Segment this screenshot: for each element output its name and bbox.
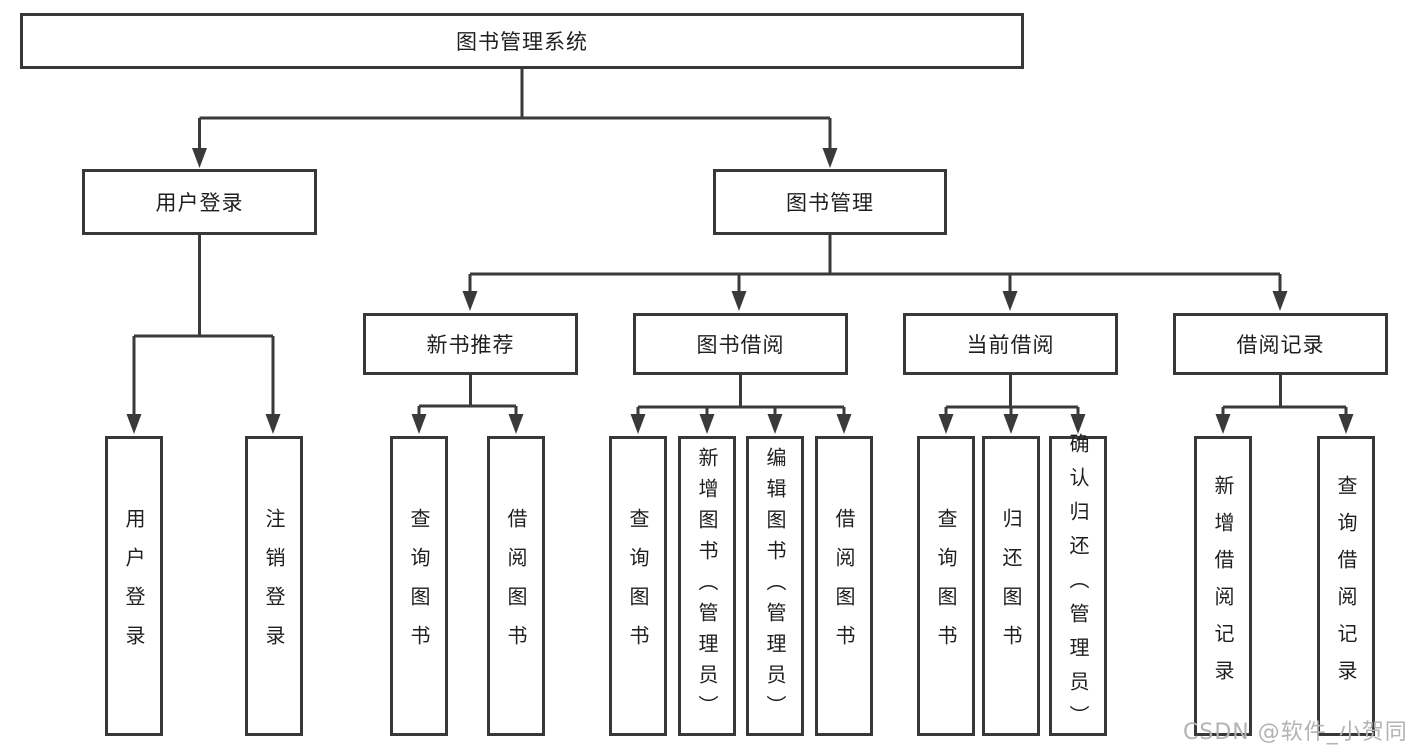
node-book-management: 图书管理 (713, 169, 947, 235)
arrowhead-down-icon (462, 291, 478, 311)
arrowhead-down-icon (1272, 291, 1288, 311)
node-current-borrow-label: 当前借阅 (966, 333, 1055, 357)
arrowhead-down-icon (508, 414, 524, 434)
arrowhead-down-icon (699, 414, 715, 434)
leaf-query-book-current: 查询图书 (917, 436, 975, 736)
leaf-query-borrow-record: 查询借阅记录 (1317, 436, 1375, 736)
leaf-logout: 注销登录 (245, 436, 303, 736)
arrowhead-down-icon (630, 414, 646, 434)
leaf-return-book-label: 归还图书 (999, 508, 1023, 664)
arrowhead-down-icon (411, 414, 427, 434)
leaf-query-borrow-record-label: 查询借阅记录 (1334, 475, 1358, 697)
leaf-borrow-book: 借阅图书 (815, 436, 873, 736)
leaf-query-book-borrow: 查询图书 (609, 436, 667, 736)
csdn-watermark: CSDN @软件_小贺同学 (1183, 720, 1405, 745)
leaf-logout-label: 注销登录 (262, 508, 286, 664)
arrowhead-down-icon (1070, 414, 1086, 434)
arrowhead-down-icon (1215, 414, 1231, 434)
leaf-confirm-return-admin-label: 确认归还（管理员） (1066, 433, 1090, 739)
leaf-borrow-book-newbook-label: 借阅图书 (504, 508, 528, 664)
node-book-borrow: 图书借阅 (633, 313, 848, 375)
leaf-add-borrow-record-label: 新增借阅记录 (1211, 475, 1235, 697)
arrowhead-down-icon (265, 414, 281, 434)
node-book-management-label: 图书管理 (786, 191, 874, 215)
arrowhead-down-icon (836, 414, 852, 434)
arrowhead-down-icon (938, 414, 954, 434)
leaf-confirm-return-admin: 确认归还（管理员） (1049, 433, 1107, 739)
node-user-login-label: 用户登录 (155, 191, 244, 215)
leaf-edit-book-admin: 编辑图书（管理员） (746, 436, 804, 736)
leaf-add-book-admin-label: 新增图书（管理员） (695, 446, 719, 726)
arrowhead-down-icon (1003, 414, 1019, 434)
leaf-add-borrow-record: 新增借阅记录 (1194, 436, 1252, 736)
node-current-borrow: 当前借阅 (903, 313, 1118, 375)
leaf-add-book-admin: 新增图书（管理员） (678, 436, 736, 736)
leaf-user-login-label: 用户登录 (122, 508, 146, 664)
arrowhead-down-icon (126, 414, 142, 434)
leaf-borrow-book-label: 借阅图书 (832, 508, 856, 664)
node-root: 图书管理系统 (20, 13, 1024, 69)
node-borrow-records: 借阅记录 (1173, 313, 1388, 375)
arrowhead-down-icon (1002, 291, 1018, 311)
arrowhead-down-icon (767, 414, 783, 434)
leaf-user-login: 用户登录 (105, 436, 163, 736)
node-user-login: 用户登录 (82, 169, 317, 235)
leaf-borrow-book-newbook: 借阅图书 (487, 436, 545, 736)
leaf-query-book-borrow-label: 查询图书 (626, 508, 650, 664)
arrowhead-down-icon (192, 148, 207, 168)
arrowhead-down-icon (822, 148, 838, 168)
node-new-book-recommend-label: 新书推荐 (426, 333, 515, 357)
node-book-borrow-label: 图书借阅 (696, 333, 785, 357)
node-root-label: 图书管理系统 (456, 30, 588, 54)
leaf-query-book-current-label: 查询图书 (934, 508, 958, 664)
leaf-query-book-newbook-label: 查询图书 (407, 508, 431, 664)
leaf-edit-book-admin-label: 编辑图书（管理员） (763, 446, 787, 726)
leaf-query-book-newbook: 查询图书 (390, 436, 448, 736)
node-borrow-records-label: 借阅记录 (1236, 333, 1325, 357)
leaf-return-book: 归还图书 (982, 436, 1040, 736)
arrowhead-down-icon (1338, 414, 1354, 434)
arrowhead-down-icon (731, 291, 747, 311)
node-new-book-recommend: 新书推荐 (363, 313, 578, 375)
